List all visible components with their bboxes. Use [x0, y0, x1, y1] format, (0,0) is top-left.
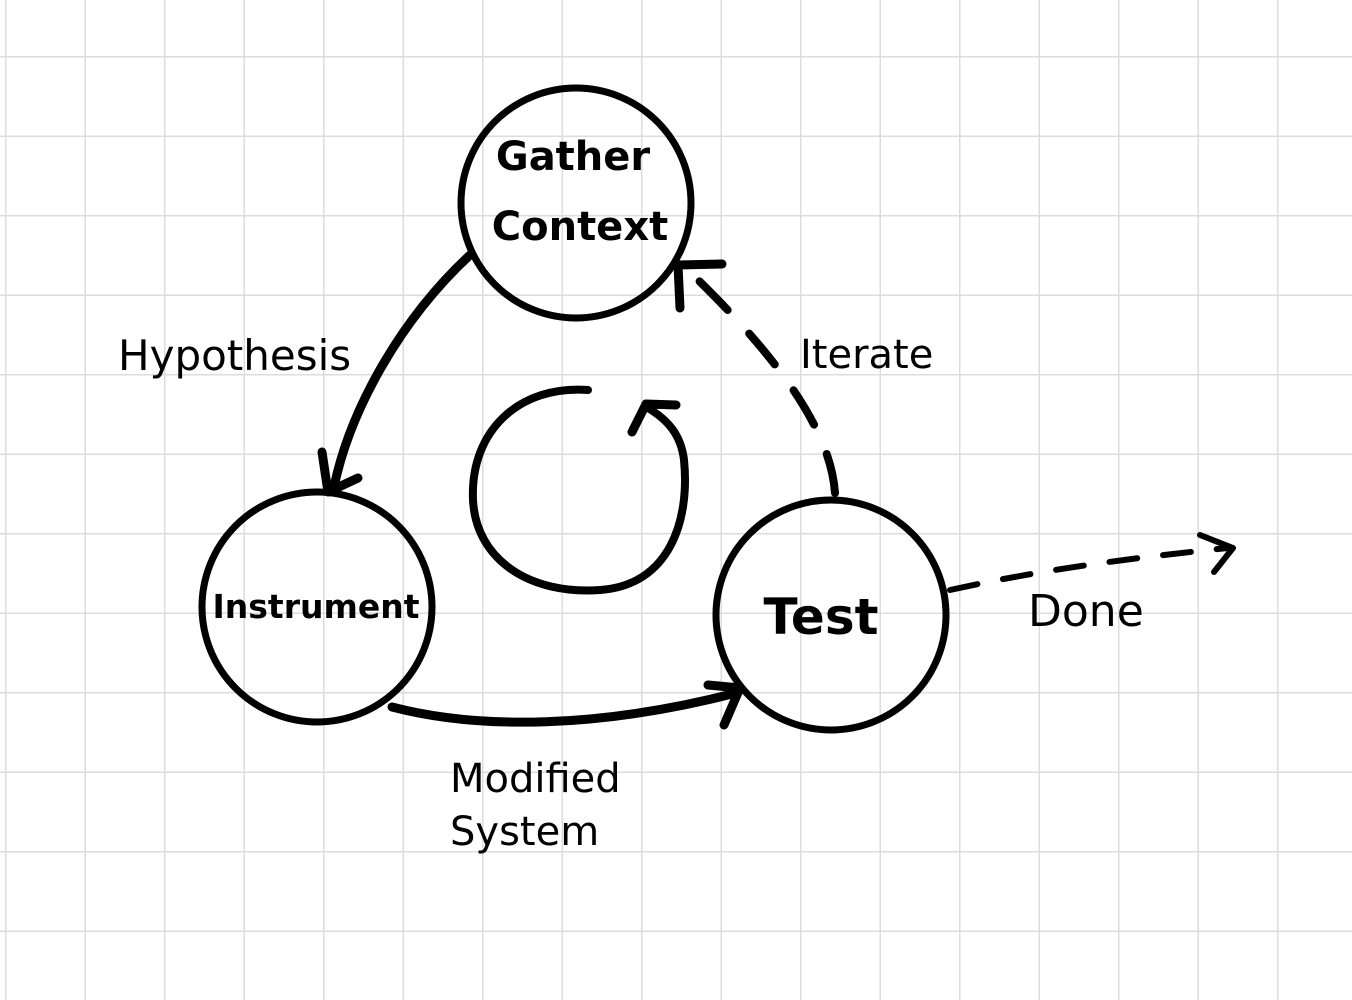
node-gather-context[interactable]: Gather Context: [457, 84, 695, 322]
done-label: Done: [1028, 586, 1144, 637]
instrument-circle: [198, 488, 436, 726]
cycle-arrow-icon: [468, 385, 689, 595]
gather-context-circle: [457, 84, 695, 322]
cycle-arrow-head: [627, 399, 681, 437]
edge-iterate: Iterate: [673, 259, 933, 497]
cycle-arrow-arc: [468, 385, 689, 595]
hypothesis-arrow-line: [329, 250, 475, 492]
edge-done: Done: [947, 532, 1236, 637]
instrument-label: Instrument: [213, 587, 420, 626]
edge-modified-system: Modified System: [387, 680, 745, 855]
iterate-arrow-head: [673, 259, 727, 313]
iterate-arrow-line: [686, 268, 839, 497]
done-arrow-line: [947, 545, 1231, 593]
iterate-label: Iterate: [800, 332, 933, 378]
modified-system-label-line2: System: [450, 809, 599, 855]
hypothesis-label: Hypothesis: [118, 331, 351, 380]
modified-system-arrow-line: [387, 688, 741, 727]
modified-system-label-line1: Modified: [450, 756, 621, 802]
hypothesis-arrow-head: [317, 447, 363, 497]
modified-system-arrow-head: [703, 680, 745, 730]
node-test[interactable]: Test: [712, 496, 950, 734]
test-label: Test: [763, 588, 878, 646]
done-arrow-head: [1197, 532, 1236, 575]
edge-hypothesis: Hypothesis: [118, 250, 475, 497]
gather-context-label-line2: Context: [492, 204, 668, 250]
node-instrument[interactable]: Instrument: [198, 488, 436, 726]
gather-context-label-line1: Gather: [496, 134, 651, 180]
test-circle: [712, 496, 950, 734]
